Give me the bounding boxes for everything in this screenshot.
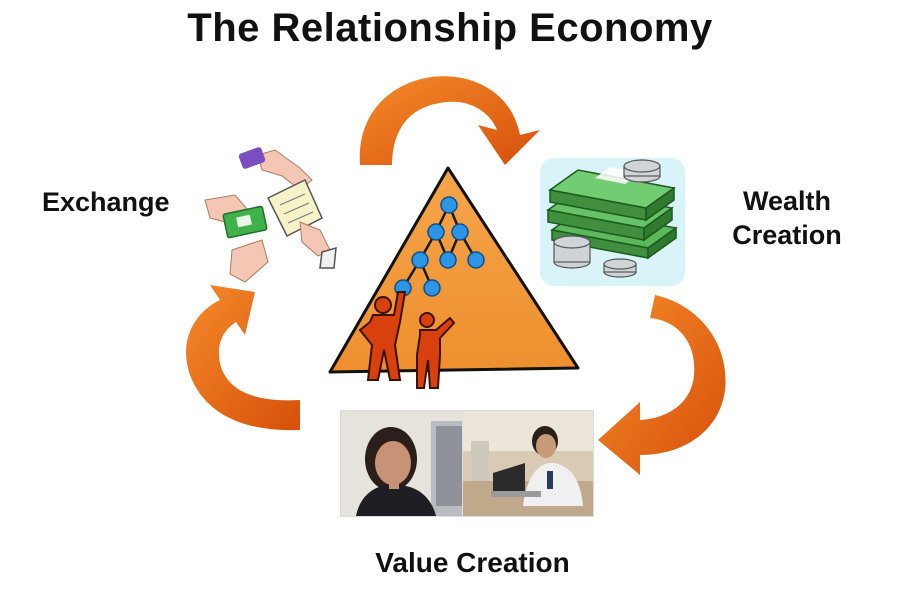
exchange-label: Exchange: [42, 187, 170, 217]
money-stack-icon: [540, 158, 685, 286]
cycle-arrow-icon: [359, 76, 540, 165]
person-photo-icon: [462, 410, 594, 517]
cycle-arrow-icon: [598, 295, 726, 475]
value-creation-label: Value Creation: [375, 547, 570, 578]
wealth-creation-label: Wealth Creation: [722, 184, 852, 252]
handshake-exchange-icon: [204, 147, 337, 283]
wealth-creation-line-2: Creation: [732, 220, 842, 250]
person-photo-icon: [340, 410, 472, 517]
pyramid-network-icon: [328, 166, 580, 389]
diagram-title: The Relationship Economy: [187, 6, 713, 50]
cycle-arrow-icon: [186, 285, 300, 431]
wealth-creation-line-1: Wealth: [742, 186, 831, 216]
